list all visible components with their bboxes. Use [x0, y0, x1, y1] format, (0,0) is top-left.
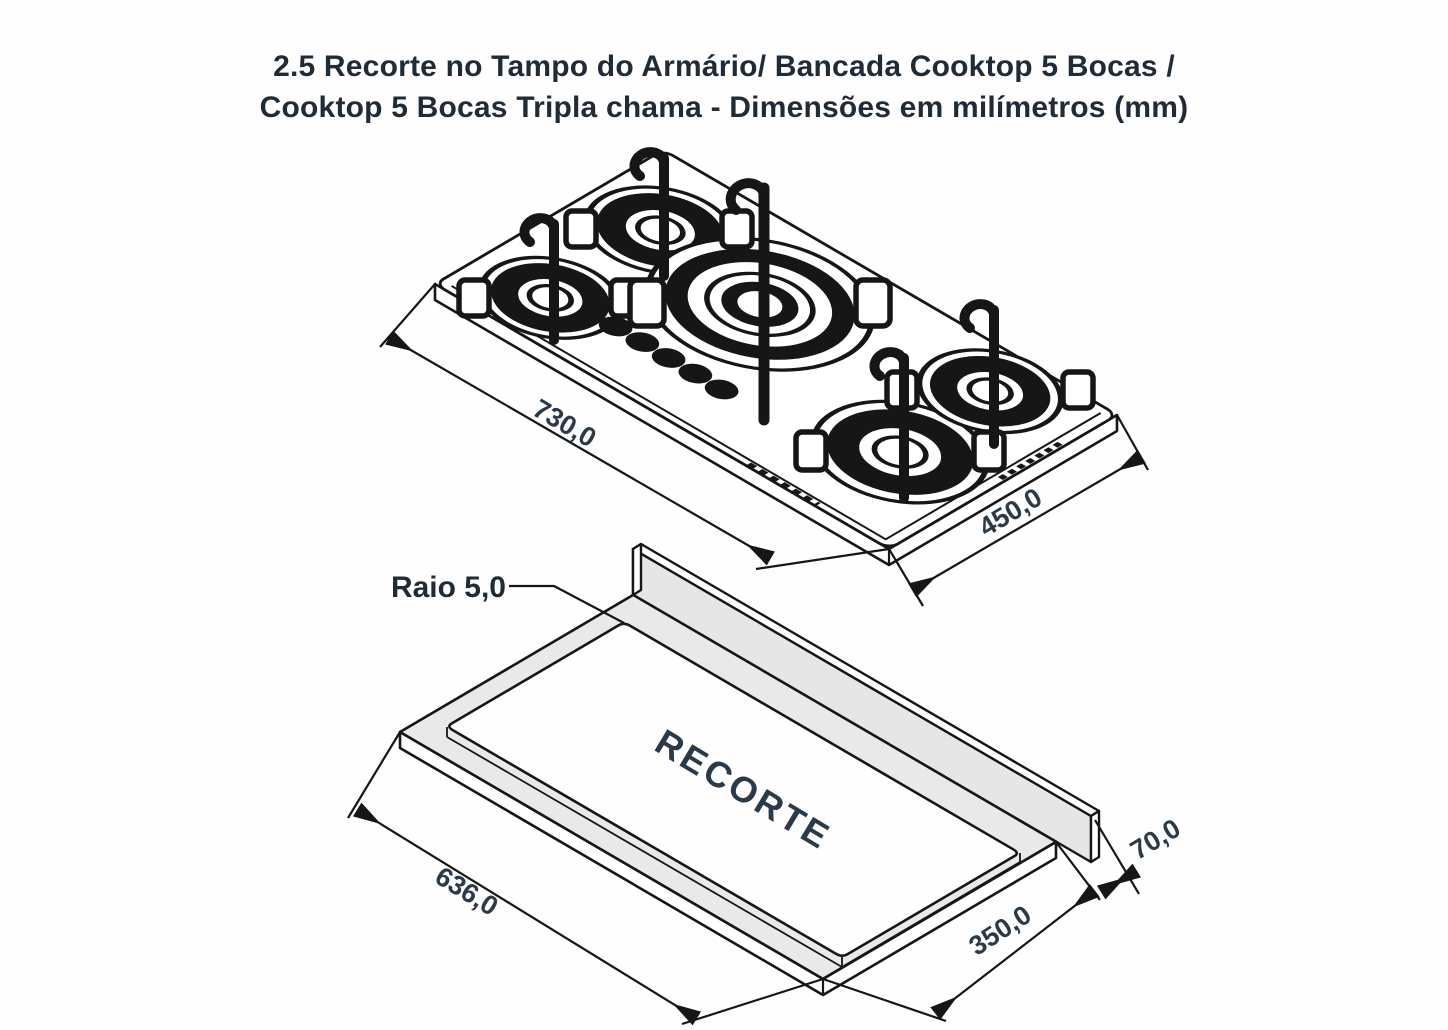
dim-label-cut-length: 636,0 — [430, 861, 503, 922]
grate-arms — [519, 147, 999, 503]
dim-label-rear-clearance: 70,0 — [1125, 813, 1186, 866]
backsplash — [631, 542, 1101, 864]
burner-grates — [456, 147, 1096, 503]
page-title: 2.5 Recorte no Tampo do Armário/ Bancada… — [0, 46, 1448, 128]
dim-line-450 — [908, 449, 1146, 598]
cutout-dimensions — [347, 731, 1142, 1026]
dim-label-cut-width: 350,0 — [964, 899, 1037, 961]
ext-line — [379, 283, 436, 348]
cutout-label: RECORTE — [648, 721, 838, 858]
cutout-diagram: RECORTE Raio 5,0 636,0 350,0 70,0 — [347, 542, 1186, 1026]
title-line-2: Cooktop 5 Bocas Tripla chama - Dimensões… — [259, 91, 1189, 124]
cooktop-diagram: 730,0 450,0 — [379, 147, 1149, 607]
ext-line — [755, 547, 890, 571]
ext-line — [681, 977, 824, 1026]
dim-line-636 — [352, 802, 702, 1026]
ext-line — [888, 548, 924, 607]
radius-label: Raio 5,0 — [391, 571, 506, 604]
ext-line — [347, 731, 401, 819]
title-line-1: 2.5 Recorte no Tampo do Armário/ Bancada… — [273, 50, 1175, 83]
dim-line-730 — [385, 330, 775, 566]
ext-line — [822, 977, 947, 1023]
radius-leader-line — [509, 584, 625, 624]
dim-line-350 — [930, 884, 1100, 1020]
dim-label-length: 730,0 — [528, 393, 601, 453]
cooktop-dimensions — [379, 283, 1149, 607]
dim-line-70 — [1096, 863, 1142, 900]
